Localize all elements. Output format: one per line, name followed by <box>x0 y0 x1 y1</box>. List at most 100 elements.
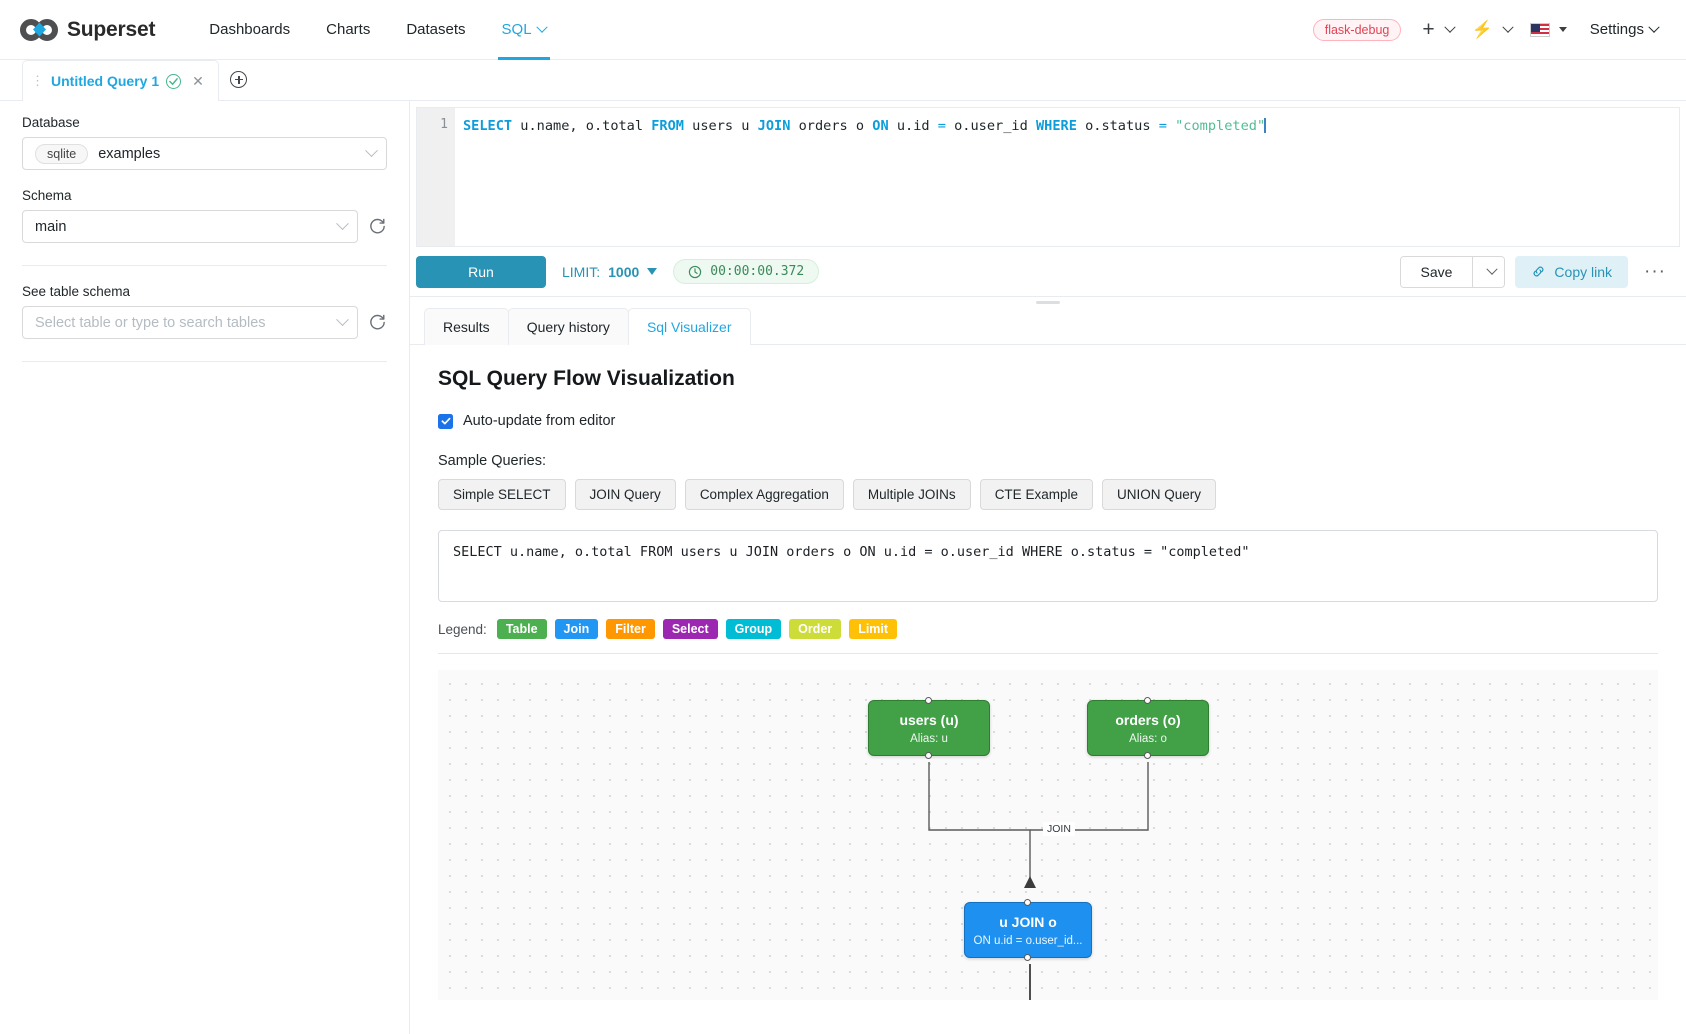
table-select[interactable]: Select table or type to search tables <box>22 306 358 339</box>
schema-select[interactable]: main <box>22 210 358 243</box>
sample-query-button[interactable]: JOIN Query <box>574 479 676 510</box>
sample-query-button[interactable]: CTE Example <box>979 479 1093 510</box>
code-token: users u <box>684 118 758 134</box>
refresh-tables-icon[interactable] <box>368 313 387 332</box>
flow-node-port-top[interactable] <box>1143 697 1151 704</box>
add-query-tab-button[interactable] <box>219 59 259 100</box>
plus-circle-icon <box>230 71 248 88</box>
code-token: FROM <box>651 118 684 134</box>
tab-query-history[interactable]: Query history <box>507 308 629 345</box>
flow-node-users[interactable]: users (u)Alias: u <box>868 697 990 759</box>
auto-update-checkbox[interactable] <box>438 413 453 429</box>
nav-item-sql[interactable]: SQL <box>484 0 564 60</box>
flow-node-orders[interactable]: orders (o)Alias: o <box>1087 697 1209 759</box>
chevron-down-icon <box>336 217 349 231</box>
database-value: examples <box>98 145 161 162</box>
flow-node-port-top[interactable] <box>1023 899 1031 906</box>
query-tab[interactable]: ⋮ Untitled Query 1 ✕ <box>22 60 219 101</box>
tab-sql-visualizer[interactable]: Sql Visualizer <box>627 308 751 345</box>
panel-resize-handle[interactable] <box>410 297 1686 307</box>
table-schema-field: See table schema Select table or type to… <box>22 284 387 339</box>
code-token: JOIN <box>757 118 791 134</box>
editor-code-line: SELECT u.name, o.total FROM users u JOIN… <box>463 117 1679 136</box>
save-button[interactable]: Save <box>1400 256 1473 287</box>
chevron-down-icon <box>535 21 548 33</box>
auto-update-label: Auto-update from editor <box>463 413 616 429</box>
save-button-group: Save <box>1399 255 1506 288</box>
auto-update-checkbox-row[interactable]: Auto-update from editor <box>438 413 1658 429</box>
limit-prefix: LIMIT: <box>562 263 601 280</box>
table-schema-label: See table schema <box>22 284 131 299</box>
settings-menu[interactable]: Settings <box>1578 21 1662 38</box>
refresh-schema-icon[interactable] <box>368 217 387 236</box>
copy-link-button[interactable]: Copy link <box>1515 255 1629 288</box>
code-token: o.user_id <box>945 118 1036 134</box>
sample-query-button[interactable]: Multiple JOINs <box>852 479 971 510</box>
code-token: = <box>937 118 946 134</box>
nav-item-charts[interactable]: Charts <box>308 0 388 60</box>
code-token <box>1167 118 1175 134</box>
query-timer: 00:00:00.372 <box>673 259 820 284</box>
clock-icon <box>689 265 702 278</box>
navbar-right: flask-debug + ⚡ Settings <box>1312 16 1662 44</box>
flow-node-title: orders (o) <box>1115 711 1181 728</box>
right-panel: 1 SELECT u.name, o.total FROM users u JO… <box>410 101 1686 1034</box>
query-tab-bar: ⋮ Untitled Query 1 ✕ <box>0 60 1686 101</box>
more-options-button[interactable]: ··· <box>1644 260 1666 282</box>
run-button[interactable]: Run <box>416 255 546 288</box>
left-panel: Database sqlite examples Schema main <box>0 101 410 1034</box>
database-label: Database <box>22 115 80 130</box>
link-icon <box>1533 266 1544 277</box>
tab-query-history-label: Query history <box>526 319 610 335</box>
sql-input-textarea[interactable] <box>438 530 1658 602</box>
new-menu-button[interactable]: + <box>1415 16 1460 44</box>
legend-badge-table: Table <box>496 619 547 639</box>
resize-grip-icon <box>1036 300 1060 304</box>
flow-node-port-bottom[interactable] <box>1023 954 1031 961</box>
database-select[interactable]: sqlite examples <box>22 137 387 170</box>
database-field: Database sqlite examples <box>22 115 387 170</box>
chevron-down-icon <box>1648 21 1660 33</box>
schema-field: Schema main <box>22 188 387 243</box>
copy-link-label: Copy link <box>1554 263 1613 280</box>
flow-node-subtitle: Alias: u <box>910 732 948 745</box>
editor-code-area[interactable]: SELECT u.name, o.total FROM users u JOIN… <box>455 108 1679 246</box>
tab-sql-visualizer-label: Sql Visualizer <box>646 319 732 335</box>
save-dropdown-button[interactable] <box>1472 256 1505 287</box>
bolt-menu-button[interactable]: ⚡ <box>1465 16 1519 44</box>
tab-results[interactable]: Results <box>424 308 509 345</box>
nav-item-datasets[interactable]: Datasets <box>388 0 483 60</box>
flow-node-port-top[interactable] <box>924 697 932 704</box>
sample-query-button[interactable]: Simple SELECT <box>438 479 566 510</box>
editor-gutter: 1 <box>417 108 455 246</box>
sql-editor[interactable]: 1 SELECT u.name, o.total FROM users u JO… <box>416 107 1680 247</box>
sample-query-button[interactable]: Complex Aggregation <box>684 479 844 510</box>
chevron-down-icon <box>336 313 349 327</box>
editor-line-number: 1 <box>440 117 448 132</box>
close-tab-icon[interactable]: ✕ <box>192 72 204 89</box>
brand-name: Superset <box>67 17 156 41</box>
database-engine-chip: sqlite <box>35 143 89 164</box>
sample-queries-label: Sample Queries: <box>438 453 546 469</box>
legend-badge-limit: Limit <box>849 619 898 639</box>
language-picker[interactable] <box>1523 17 1574 43</box>
code-token: "completed" <box>1175 118 1266 134</box>
code-token: orders o <box>790 118 873 134</box>
query-tab-label: Untitled Query 1 <box>51 73 160 89</box>
flow-node-port-bottom[interactable] <box>924 752 932 759</box>
code-token: = <box>1158 118 1167 134</box>
limit-value: 1000 <box>608 263 640 280</box>
limit-dropdown[interactable]: LIMIT: 1000 <box>562 263 658 280</box>
sample-query-button[interactable]: UNION Query <box>1101 479 1216 510</box>
drag-handle-icon[interactable]: ⋮ <box>31 73 44 88</box>
legend-badge-order: Order <box>789 619 842 639</box>
nav-item-dashboards[interactable]: Dashboards <box>191 0 308 60</box>
flag-us-icon <box>1529 22 1550 37</box>
check-icon <box>441 417 450 425</box>
superset-brand[interactable]: Superset <box>20 18 155 42</box>
flow-node-port-bottom[interactable] <box>1143 752 1151 759</box>
bolt-icon: ⚡ <box>1471 19 1493 39</box>
